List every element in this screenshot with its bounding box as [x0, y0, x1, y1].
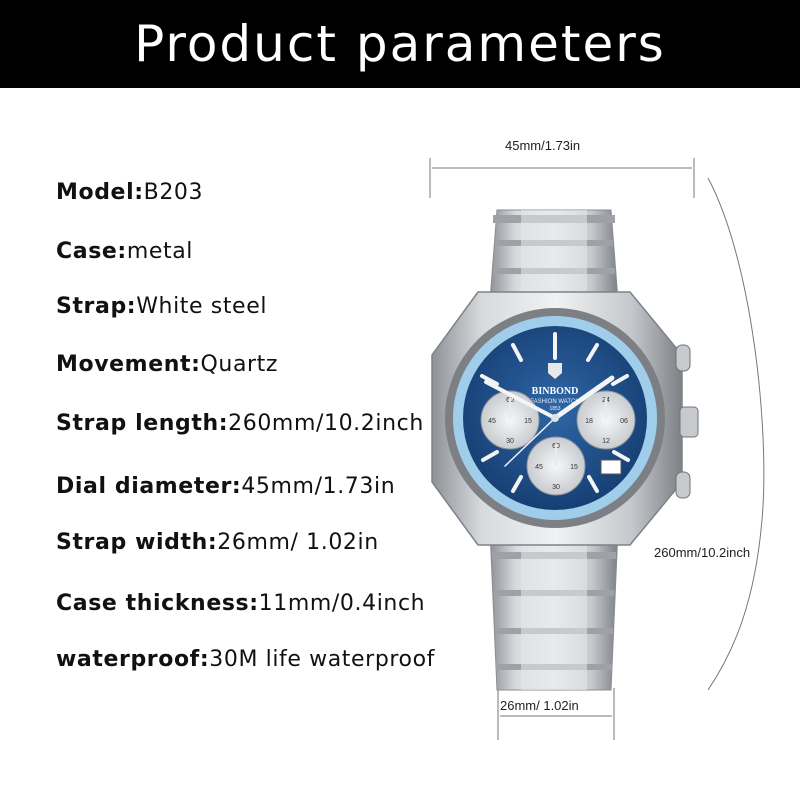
spec-value: Quartz: [200, 352, 279, 377]
spec-label: Case thickness:: [56, 591, 259, 616]
spec-value: 30M life waterproof: [209, 647, 436, 672]
spec-label: Model:: [56, 180, 144, 205]
subdial-bottom-label: 45: [535, 464, 543, 471]
spec-case-thickness: Case thickness:11mm/0.4inch: [56, 591, 425, 616]
subdial-bottom-label: 15: [570, 464, 578, 471]
crown-and-pushers: [675, 344, 699, 499]
watch-hands: [484, 375, 615, 467]
lower-bracelet: [489, 529, 619, 691]
date-window: [600, 459, 622, 475]
brand-name: BINBOND: [532, 386, 579, 397]
hour-markers: [480, 332, 630, 493]
subdial-right-label: 06: [620, 418, 628, 425]
brand-year: 1853: [549, 406, 560, 412]
spec-case: Case:metal: [56, 239, 193, 264]
spec-strap: Strap:White steel: [56, 294, 267, 319]
spec-label: waterproof:: [56, 647, 210, 672]
strap-width-label: 26mm/ 1.02in: [500, 698, 579, 713]
watch-illustration: BINBOND FASHION WATCH 1853 60 45 15 30 2…: [429, 158, 765, 740]
spec-label: Case:: [56, 239, 127, 264]
spec-movement: Movement:Quartz: [56, 352, 278, 377]
subdial-left: 60 45 15 30: [480, 390, 540, 450]
spec-value: 260mm/10.2inch: [228, 411, 424, 436]
spec-value: B203: [143, 180, 204, 205]
subdial-right: 24 18 06 12: [576, 390, 636, 450]
subdial-left-label: 30: [506, 438, 514, 445]
subdial-left-label: 45: [488, 418, 496, 425]
spec-model: Model:B203: [56, 180, 203, 205]
spec-value: 11mm/0.4inch: [258, 591, 426, 616]
brand-subtitle: FASHION WATCH: [530, 399, 579, 405]
spec-strap-width: Strap width:26mm/ 1.02in: [56, 530, 379, 555]
dial-width-label: 45mm/1.73in: [505, 138, 581, 153]
spec-label: Strap length:: [56, 411, 229, 436]
subdial-right-label: 18: [585, 418, 593, 425]
spec-strap-length: Strap length:260mm/10.2inch: [56, 411, 424, 436]
spec-label: Strap width:: [56, 530, 218, 555]
header-bar: Product parameters: [0, 0, 800, 88]
spec-label: Movement:: [56, 352, 201, 377]
spec-label: Strap:: [56, 294, 137, 319]
upper-bracelet: [489, 209, 619, 301]
spec-dial-diameter: Dial diameter:45mm/1.73in: [56, 474, 395, 499]
spec-value: 26mm/ 1.02in: [217, 530, 379, 555]
strap-length-label: 260mm/10.2inch: [654, 545, 751, 560]
subdial-bottom-label: 30: [552, 484, 560, 491]
subdial-left-label: 15: [524, 418, 532, 425]
dimension-lines: [429, 158, 765, 740]
subdial-bottom: 60 45 15 30: [526, 436, 586, 496]
page-title: Product parameters: [134, 15, 666, 73]
brand-logo: BINBOND FASHION WATCH 1853: [530, 363, 580, 412]
subdial-right-label: 12: [602, 438, 610, 445]
spec-waterproof: waterproof:30M life waterproof: [56, 647, 435, 672]
spec-value: metal: [126, 239, 193, 264]
spec-label: Dial diameter:: [56, 474, 242, 499]
spec-value: 45mm/1.73in: [241, 474, 396, 499]
spec-value: White steel: [136, 294, 268, 319]
